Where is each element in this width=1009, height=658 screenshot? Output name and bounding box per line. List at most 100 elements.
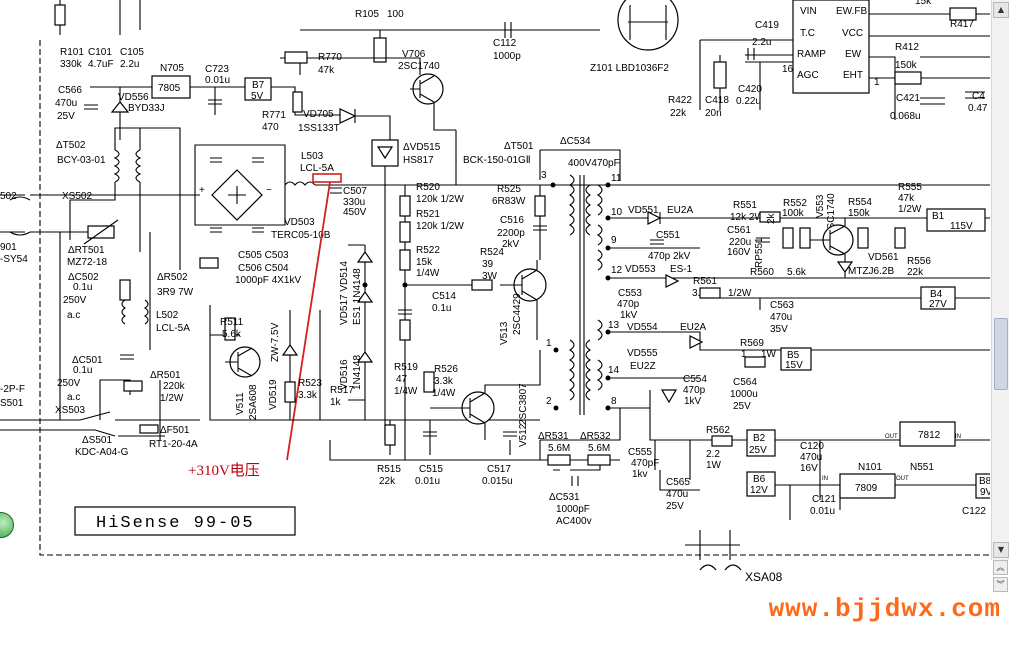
f501-label: ΔF501 <box>160 425 190 436</box>
v512-label: V512 <box>518 423 529 447</box>
c502-value: 0.1u <box>73 282 92 293</box>
vd515-leads <box>384 130 457 440</box>
junction <box>550 182 556 188</box>
c105-value: 2.2u <box>120 59 139 70</box>
l503-highlight-box <box>312 173 342 183</box>
t501-pin10: 10 <box>611 207 623 218</box>
v706-leads <box>410 75 456 131</box>
r526-wattage: 1/4W <box>432 388 456 399</box>
vd554-part: EU2A <box>680 322 706 333</box>
r526-value: 3.3k <box>434 376 454 387</box>
c517-label: C517 <box>487 464 511 475</box>
r561-label: R561 <box>693 276 717 287</box>
c554-value: 470p <box>683 385 706 396</box>
r101-label: R101 <box>60 47 84 58</box>
c112-value: 1000p <box>493 51 521 62</box>
r532-label: ΔR532 <box>580 431 611 442</box>
c566-value: 470u <box>55 98 77 109</box>
c112-capacitor <box>504 22 512 38</box>
c507-value: 330u <box>343 197 365 208</box>
b2-label: B2 <box>753 433 766 444</box>
b4-value: 27V <box>929 299 947 310</box>
vd705-part: 1SS133T <box>298 123 340 134</box>
vertical-scrollbar[interactable]: ▲ ▼ <box>991 0 1009 560</box>
ic-pin-vcc: VCC <box>842 28 863 39</box>
v513-part: 2SC4429 <box>512 293 523 335</box>
r502-label: ΔR502 <box>157 272 188 283</box>
expand-down-icon[interactable]: ︾ <box>993 577 1008 592</box>
xsa08-connector <box>699 564 742 571</box>
scrollbar-thumb[interactable] <box>994 318 1008 390</box>
r105-value: 100 <box>387 9 404 20</box>
vd516-part: 1N4148 <box>352 355 363 390</box>
c4-value: 0.47 <box>968 103 988 114</box>
b2-terminal <box>746 429 776 457</box>
scroll-down-arrow-icon[interactable]: ▼ <box>993 542 1009 558</box>
side-nav-buttons: ︽ ︾ <box>993 560 1008 594</box>
r522-value: 15k <box>416 257 433 268</box>
t501-secondary-coils <box>585 184 592 401</box>
f501-part: RT1-20-4A <box>149 439 198 450</box>
r422-value: 22k <box>670 108 687 119</box>
n101-label: N101 <box>858 462 882 473</box>
t502-wires <box>69 127 181 270</box>
vd553-label: VD553 <box>625 264 656 275</box>
t501-core <box>579 175 585 415</box>
collapse-up-icon[interactable]: ︽ <box>993 560 1008 575</box>
junction <box>362 282 368 288</box>
vd503-label: VD503 <box>284 217 315 228</box>
r417-value: 15k <box>915 0 932 7</box>
c515-label: C515 <box>419 464 443 475</box>
t501-pin8: 8 <box>611 396 617 407</box>
c112-label: C112 <box>493 38 517 49</box>
scroll-up-arrow-icon[interactable]: ▲ <box>993 2 1009 18</box>
r523-resistor <box>284 381 296 403</box>
r531-resistor <box>547 454 571 466</box>
c516-label: C516 <box>500 215 524 226</box>
v553-label: V553 <box>815 194 826 218</box>
vd555-label: VD555 <box>627 348 658 359</box>
c502-ac: a.c <box>67 310 80 321</box>
r422-label: R422 <box>668 95 692 106</box>
b8-value: 9V <box>980 487 990 498</box>
xs502-label: XS502 <box>62 191 92 202</box>
r502-resistor <box>119 279 131 301</box>
r525-resistor <box>534 195 546 217</box>
r525-label: R525 <box>497 184 521 195</box>
c566-label: C566 <box>58 85 82 96</box>
c503-c506-plates <box>210 157 264 233</box>
r770-value: 47k <box>318 65 335 76</box>
b7-terminal <box>244 77 272 101</box>
vd517-diode <box>356 290 374 303</box>
r515-label: R515 <box>377 464 401 475</box>
c553-voltage: 1kV <box>620 310 638 321</box>
vd553-diode <box>665 274 680 288</box>
c121-label: C121 <box>812 494 836 505</box>
s501-label: S501 <box>0 398 24 409</box>
r522-resistor <box>399 249 411 271</box>
t501-pin9: 9 <box>611 235 617 246</box>
c566-plates <box>84 104 98 110</box>
vd515-label: ΔVD515 <box>403 142 441 153</box>
c565-value: 470u <box>666 489 688 500</box>
r554-value: 150k <box>848 208 871 219</box>
c505-labels: C505 C503 <box>238 250 289 261</box>
c517-value: 0.015u <box>482 476 513 487</box>
r569-value: 1 <box>741 349 747 360</box>
vd561-part: MTZJ6.2B <box>848 266 894 277</box>
r515-value: 22k <box>379 476 396 487</box>
xs501-connector-label: -2P-F <box>0 384 25 395</box>
c514-label: C514 <box>432 291 456 302</box>
x901-label: 901 <box>0 242 17 253</box>
switch-s501-wires <box>0 411 200 437</box>
c122-label: C122 <box>962 506 986 517</box>
t501-pin11: 11 <box>611 173 622 184</box>
l502-label: L502 <box>156 310 179 321</box>
r521-resistor <box>399 221 411 243</box>
c534-label: ΔC534 <box>560 136 591 147</box>
c501-voltage: 250V <box>57 378 81 389</box>
r511-resistor <box>224 317 236 341</box>
r552-label: R552 <box>783 198 807 209</box>
ic-pin-ramp: RAMP <box>797 49 826 60</box>
r551-resistor <box>759 211 781 223</box>
